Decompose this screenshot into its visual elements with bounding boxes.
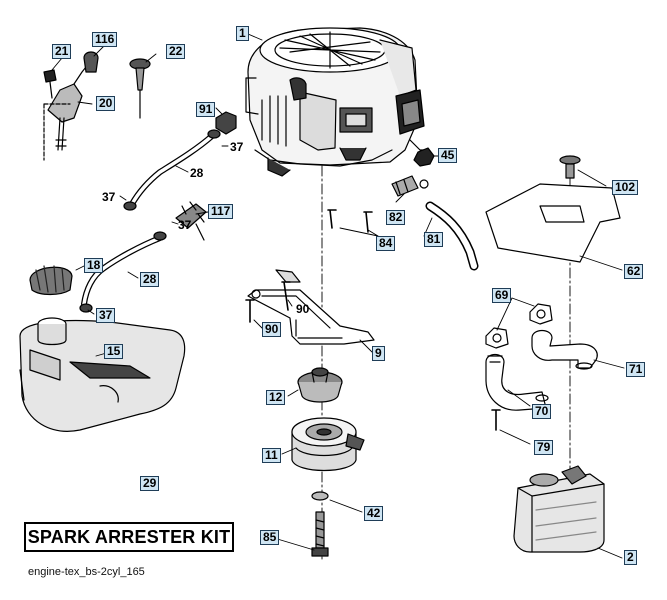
fuel-fitting-and-hose bbox=[391, 175, 479, 271]
bolt-85-shape bbox=[311, 511, 329, 557]
pto-clutch bbox=[291, 417, 365, 472]
bolts-84-shape bbox=[327, 209, 373, 233]
callout-18: 18 bbox=[84, 258, 104, 273]
heat-shield-recess bbox=[539, 205, 585, 223]
exhaust-gaskets bbox=[485, 303, 553, 349]
label-37-left: 37 bbox=[102, 190, 116, 204]
bolt-102-shape bbox=[559, 155, 581, 179]
leader-lines bbox=[51, 33, 625, 559]
diagram-caption: engine-tex_bs-2cyl_165 bbox=[28, 566, 145, 578]
cap-91-shape bbox=[215, 111, 237, 135]
label-28-upper: 28 bbox=[190, 166, 204, 180]
fuel-tank bbox=[19, 317, 186, 432]
callout-82: 82 bbox=[386, 210, 406, 225]
callout-42: 42 bbox=[364, 506, 384, 521]
callout-91: 91 bbox=[196, 102, 216, 117]
pulley-12 bbox=[297, 367, 343, 403]
callout-37: 37 bbox=[96, 308, 116, 323]
callout-1: 1 bbox=[236, 26, 249, 41]
callout-11: 11 bbox=[262, 448, 281, 463]
callout-85: 85 bbox=[260, 530, 280, 545]
callout-102: 102 bbox=[612, 180, 639, 195]
callout-90: 90 bbox=[262, 322, 282, 337]
callout-84: 84 bbox=[376, 236, 396, 251]
callout-22: 22 bbox=[166, 44, 186, 59]
callout-81: 81 bbox=[424, 232, 444, 247]
label-90-upper: 90 bbox=[296, 302, 310, 316]
callout-62: 62 bbox=[624, 264, 644, 279]
clutch-bracket bbox=[247, 269, 375, 345]
callout-79: 79 bbox=[534, 440, 554, 455]
label-37-filter: 37 bbox=[178, 218, 192, 232]
callout-21: 21 bbox=[52, 44, 72, 59]
callout-70: 70 bbox=[532, 404, 552, 419]
callout-20: 20 bbox=[96, 96, 116, 111]
callout-45: 45 bbox=[438, 148, 458, 163]
callout-116: 116 bbox=[92, 32, 118, 47]
callout-71: 71 bbox=[626, 362, 646, 377]
fuel-hose-upper bbox=[123, 129, 221, 211]
nut-45-shape bbox=[413, 147, 435, 167]
muffler bbox=[513, 465, 605, 553]
callout-12: 12 bbox=[266, 390, 286, 405]
heat-shield bbox=[485, 183, 621, 263]
fuel-shutoff-assembly bbox=[43, 51, 99, 161]
bolts-90-shape bbox=[245, 281, 291, 323]
spark-arrester-kit-box: SPARK ARRESTER KIT bbox=[24, 522, 234, 552]
washer-42-shape bbox=[311, 491, 329, 501]
dipstick bbox=[129, 58, 151, 119]
callout-2: 2 bbox=[624, 550, 637, 565]
label-37-upper: 37 bbox=[230, 140, 244, 154]
callout-69: 69 bbox=[492, 288, 512, 303]
fuel-cap bbox=[29, 265, 73, 296]
callout-9: 9 bbox=[372, 346, 385, 361]
callout-28: 28 bbox=[140, 272, 160, 287]
fuel-hose-lower bbox=[79, 231, 167, 313]
engine-illustration bbox=[245, 27, 427, 177]
exhaust-pipes bbox=[485, 329, 598, 411]
callout-29: 29 bbox=[140, 476, 160, 491]
callout-15: 15 bbox=[104, 344, 124, 359]
bolt-79-shape bbox=[491, 409, 501, 431]
callout-117: 117 bbox=[208, 204, 234, 219]
